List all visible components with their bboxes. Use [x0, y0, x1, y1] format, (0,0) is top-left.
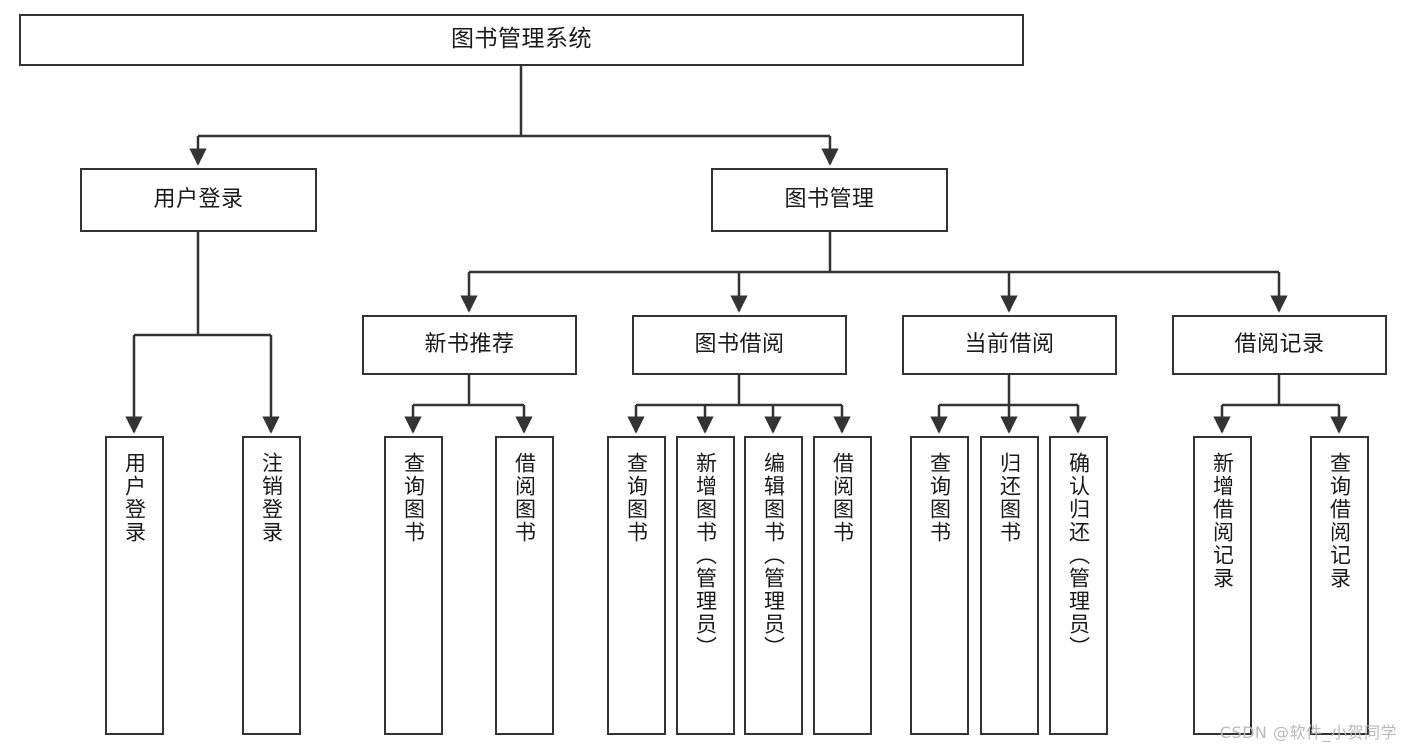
leaf-confirm-return-admin[interactable]: 确认归还（管理员） — [1049, 436, 1108, 735]
node-label: 注销登录 — [259, 452, 284, 544]
leaf-borrow-book-borrowing[interactable]: 借阅图书 — [813, 436, 872, 735]
node-label: 查询图书 — [624, 452, 649, 544]
node-user-login[interactable]: 用户登录 — [80, 168, 317, 232]
leaf-return-book[interactable]: 归还图书 — [980, 436, 1039, 735]
leaf-logout[interactable]: 注销登录 — [242, 436, 301, 735]
node-label: 图书借阅 — [694, 332, 785, 358]
node-root-book-management-system[interactable]: 图书管理系统 — [19, 14, 1024, 66]
node-label: 图书管理 — [784, 187, 875, 213]
leaf-query-book-current[interactable]: 查询图书 — [910, 436, 969, 735]
node-label: 借阅图书 — [512, 452, 537, 544]
leaf-add-borrow-record[interactable]: 新增借阅记录 — [1193, 436, 1252, 735]
leaf-edit-book-admin[interactable]: 编辑图书（管理员） — [744, 436, 803, 735]
node-label: 新增图书（管理员） — [693, 452, 718, 659]
node-label: 新增借阅记录 — [1210, 452, 1235, 590]
leaf-query-book-borrowing[interactable]: 查询图书 — [607, 436, 666, 735]
watermark-text: CSDN @软件_小贺同学 — [1219, 723, 1397, 742]
node-label: 新书推荐 — [424, 332, 515, 358]
leaf-add-book-admin[interactable]: 新增图书（管理员） — [676, 436, 735, 735]
node-book-management[interactable]: 图书管理 — [711, 168, 948, 232]
node-borrowing-record[interactable]: 借阅记录 — [1172, 315, 1387, 375]
node-label: 借阅图书 — [830, 452, 855, 544]
leaf-borrow-book-recommendation[interactable]: 借阅图书 — [495, 436, 554, 735]
node-label: 归还图书 — [997, 452, 1022, 544]
node-label: 查询借阅记录 — [1327, 452, 1352, 590]
node-label: 当前借阅 — [964, 332, 1055, 358]
node-new-book-recommendation[interactable]: 新书推荐 — [362, 315, 577, 375]
leaf-user-login[interactable]: 用户登录 — [105, 436, 164, 735]
node-label: 用户登录 — [153, 187, 244, 213]
node-label: 编辑图书（管理员） — [761, 452, 786, 659]
node-label: 图书管理系统 — [451, 26, 592, 53]
node-label: 用户登录 — [122, 452, 147, 544]
node-label: 借阅记录 — [1234, 332, 1325, 358]
leaf-query-book-recommendation[interactable]: 查询图书 — [384, 436, 443, 735]
leaf-query-borrow-record[interactable]: 查询借阅记录 — [1310, 436, 1369, 735]
node-label: 确认归还（管理员） — [1066, 452, 1091, 659]
node-book-borrowing[interactable]: 图书借阅 — [632, 315, 847, 375]
node-label: 查询图书 — [401, 452, 426, 544]
node-current-borrowing[interactable]: 当前借阅 — [902, 315, 1117, 375]
node-label: 查询图书 — [927, 452, 952, 544]
